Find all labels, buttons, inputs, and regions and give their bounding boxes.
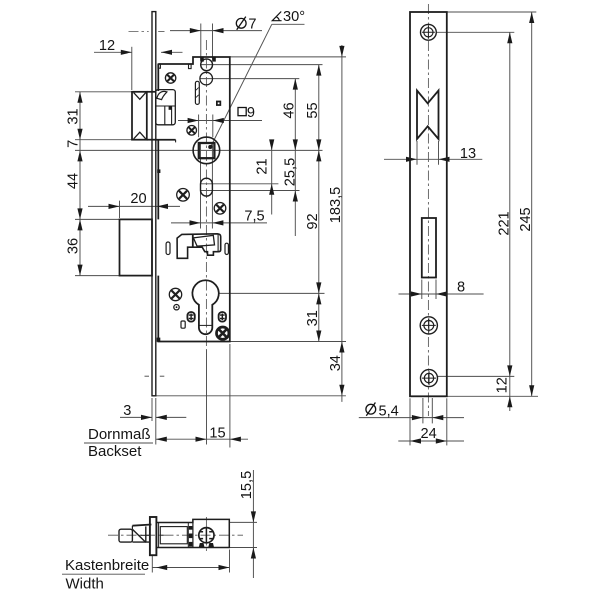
- svg-text:8: 8: [457, 279, 465, 295]
- svg-text:7: 7: [66, 140, 82, 148]
- svg-text:31: 31: [305, 310, 321, 326]
- svg-text:183,5: 183,5: [328, 187, 344, 224]
- svg-text:13: 13: [460, 146, 476, 162]
- svg-text:21: 21: [254, 158, 270, 174]
- svg-text:Dornmaß: Dornmaß: [88, 426, 151, 443]
- svg-text:36: 36: [66, 238, 82, 254]
- svg-text:30°: 30°: [283, 9, 305, 25]
- svg-text:245: 245: [518, 207, 534, 231]
- svg-text:20: 20: [130, 191, 146, 207]
- svg-text:12: 12: [494, 377, 510, 393]
- svg-text:15,5: 15,5: [239, 471, 255, 499]
- svg-text:15: 15: [209, 425, 225, 441]
- svg-text:221: 221: [496, 211, 512, 235]
- svg-text:24: 24: [420, 426, 436, 442]
- svg-text:92: 92: [305, 213, 321, 229]
- svg-text:Kastenbreite: Kastenbreite: [65, 557, 149, 574]
- svg-text:Backset: Backset: [88, 443, 142, 460]
- svg-text:44: 44: [66, 173, 82, 189]
- svg-text:9: 9: [247, 105, 255, 121]
- svg-text:7,5: 7,5: [244, 209, 264, 225]
- svg-text:Width: Width: [66, 576, 104, 593]
- svg-text:55: 55: [305, 102, 321, 118]
- svg-text:34: 34: [328, 355, 344, 371]
- svg-text:12: 12: [99, 38, 115, 54]
- svg-text:31: 31: [66, 108, 82, 124]
- svg-text:46: 46: [281, 102, 297, 118]
- svg-text:5,4: 5,4: [379, 403, 399, 419]
- svg-text:25,5: 25,5: [282, 158, 298, 186]
- svg-text:3: 3: [123, 403, 131, 419]
- svg-text:7: 7: [248, 16, 256, 32]
